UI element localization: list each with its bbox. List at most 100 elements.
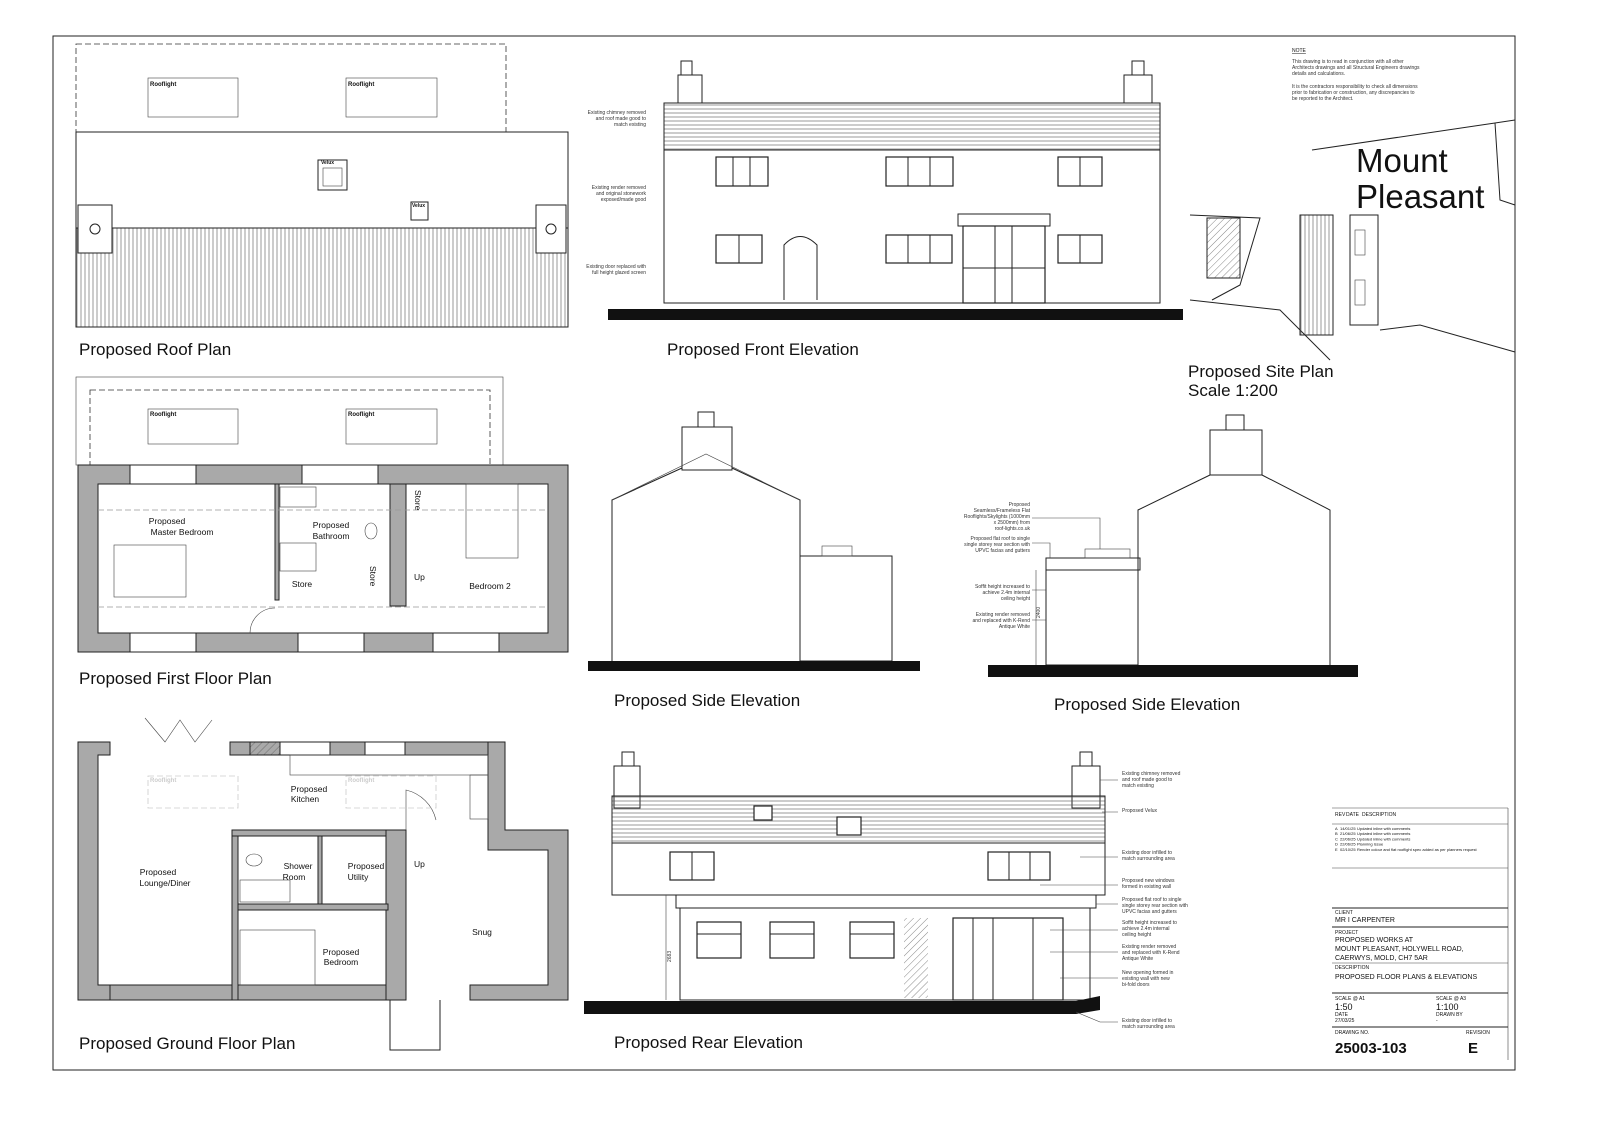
drawing-label: Existing render removed — [1122, 944, 1176, 950]
drawing-label: Up — [414, 572, 425, 582]
glazed-screen — [962, 225, 1046, 304]
kitchen-worktop — [289, 754, 489, 776]
side-elevation-right: 2400 Proposed Seamless/Frameless Flat Ro… — [964, 414, 1358, 714]
revision-date: 14/01/25 — [1340, 826, 1356, 831]
drawing-label: Existing door replaced with — [586, 264, 646, 270]
drawing-label: formed in existing wall — [1122, 884, 1171, 890]
revision-desc: Updated inline with comments — [1357, 836, 1410, 841]
drawing-label: and replaced with K-Rend — [972, 618, 1030, 624]
drawing-label: Proposed flat roof to single — [971, 536, 1031, 542]
drawing-title: Proposed Side Elevation — [614, 691, 800, 710]
revision-desc: Planning Issue — [1357, 842, 1384, 847]
drawing-label: and original stonework — [596, 191, 647, 197]
drawing-label: CAERWYS, MOLD, CH7 5AR — [1335, 955, 1428, 962]
velux-window — [410, 201, 429, 221]
hob — [469, 774, 489, 820]
revision-desc: Updated inline with comments — [1357, 826, 1410, 831]
drawing-label: Store — [368, 566, 378, 587]
drawing-label: DATE — [1346, 812, 1360, 818]
drawing-label: Proposed flat roof to single — [1122, 897, 1182, 903]
drawing-label: Proposed — [323, 947, 360, 957]
drawing-title: Proposed Side Elevation — [1054, 695, 1240, 714]
rear-elevation: 2683 Existing chimney removed and roof m… — [584, 751, 1188, 1052]
drawing-label: Bedroom 2 — [469, 581, 511, 591]
drawing-label: 1:50 — [1335, 1002, 1353, 1012]
drawing-label: REV — [1335, 812, 1346, 818]
drawing-label: existing wall with new — [1122, 976, 1170, 982]
revision-rev: C — [1335, 836, 1338, 841]
first-floor-plan: Rooflight Rooflight Proposed Master Bedr… — [75, 376, 569, 688]
drawing-label: and roof made good to — [596, 116, 647, 122]
drawing-label: 2400 — [1036, 607, 1042, 618]
rooflight-label: Rooflight — [348, 82, 374, 88]
drawing-label: 27/03/25 — [1335, 1018, 1355, 1024]
drawing-label: achieve 2.4m internal — [982, 590, 1030, 596]
revision-date: 21/06/25 — [1340, 831, 1356, 836]
note-line: details and calculations. — [1292, 71, 1345, 77]
sheet-border — [52, 35, 1516, 1071]
drawing-label: Proposed — [313, 520, 350, 530]
drawing-label: Soffit height increased to — [975, 584, 1030, 590]
drawing-label: match existing — [614, 122, 646, 128]
drawing-label: ceiling height — [1122, 932, 1152, 938]
drawing-label: Proposed — [140, 867, 177, 877]
revision-desc: Updated inline with comments — [1357, 831, 1410, 836]
rooflight — [147, 77, 239, 118]
drawing-number: 25003-103 — [1335, 1040, 1407, 1057]
drawing-label: Proposed — [291, 784, 328, 794]
velux-label: Velux — [412, 203, 425, 209]
velux-window — [753, 805, 773, 821]
drawing-label: MOUNT PLEASANT, HOLYWELL ROAD, — [1335, 946, 1464, 953]
drawing-label: UPVC facias and gutters — [975, 548, 1030, 554]
drawing-label: exposed/made good — [601, 197, 647, 203]
drawing-label: Proposed new windows — [1122, 878, 1175, 884]
drawing-description: PROPOSED FLOOR PLANS & ELEVATIONS — [1335, 974, 1477, 981]
roof-plan: Rooflight Rooflight Velux Velux Proposed… — [75, 43, 569, 359]
drawing-label: Existing render removed — [976, 612, 1030, 618]
drawing-label: match surrounding area — [1122, 1024, 1175, 1030]
drawing-label: DATE — [1335, 1012, 1349, 1018]
drawing-label: SCALE @ A3 — [1436, 996, 1466, 1002]
drawing-label: Seamless/Frameless Flat — [974, 508, 1031, 514]
drawing-label: CLIENT — [1335, 910, 1353, 916]
bed — [113, 544, 187, 598]
drawing-label: Existing chimney removed — [588, 110, 647, 116]
drawing-label: PROPOSED WORKS AT — [1335, 937, 1414, 944]
revision-rev: E — [1335, 847, 1338, 852]
drawing-label: DRAWN BY — [1436, 1012, 1463, 1018]
drawing-label: Antique White — [999, 624, 1030, 630]
revision-date: 22/06/25 — [1340, 836, 1356, 841]
drawing-label: SCALE @ A1 — [1335, 996, 1365, 1002]
velux-label: Velux — [321, 160, 334, 166]
drawing-label: DESCRIPTION — [1335, 965, 1370, 971]
bed — [465, 483, 519, 559]
note-line: It is the contractors responsibility to … — [1292, 84, 1418, 90]
front-door — [783, 236, 818, 300]
note-line: prior to fabrication or construction, an… — [1292, 90, 1415, 96]
revision-letter: E — [1468, 1040, 1478, 1057]
drawing-label: 1:100 — [1436, 1002, 1459, 1012]
note-line: be reported to the Architect. — [1292, 96, 1353, 102]
drawing-label: full height glazed screen — [592, 270, 646, 276]
front-elevation: Existing chimney removed and roof made g… — [586, 60, 1183, 359]
revision-date: 22/06/25 — [1340, 842, 1356, 847]
drawing-label: single storey rear section with — [1122, 903, 1188, 909]
revision-rev: A — [1335, 826, 1338, 831]
rooflight-label: Rooflight — [348, 412, 374, 418]
drawing-label: Room — [283, 872, 306, 882]
rooflight-label: Rooflight — [150, 412, 176, 418]
drawing-label: Existing door infilled to — [1122, 850, 1172, 856]
drawing-label: Soffit height increased to — [1122, 920, 1177, 926]
drawing-title: Proposed Front Elevation — [667, 340, 859, 359]
ground-line — [608, 309, 1183, 320]
drawing-label: roof-lights.co.uk — [995, 526, 1031, 532]
toilet — [364, 522, 378, 540]
drawing-label: and replaced with K-Rend — [1122, 950, 1180, 956]
revision-rev: D — [1335, 842, 1338, 847]
drawing-label: 2683 — [667, 951, 673, 962]
drawing-label: Rooflights/Skylights (1000mm — [964, 514, 1030, 520]
drawing-label: New opening formed in — [1122, 970, 1174, 976]
